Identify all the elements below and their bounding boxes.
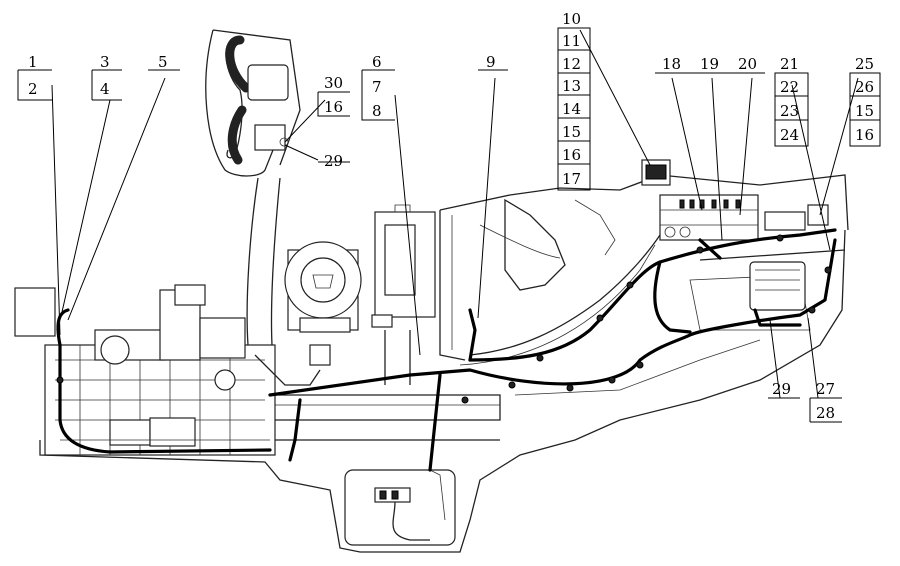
wiring-harness — [56, 228, 837, 472]
callout-15-b: 15 — [855, 102, 874, 120]
callout-15-a: 15 — [562, 123, 581, 141]
callout-19: 19 — [700, 55, 719, 73]
callout-1: 1 — [28, 53, 38, 71]
callout-2: 2 — [28, 80, 38, 98]
callout-numbers: 1 2 3 4 5 6 7 8 9 10 11 12 13 14 15 16 1… — [28, 10, 874, 422]
harness-clips — [56, 234, 832, 404]
air-filter — [284, 241, 362, 366]
callout-6: 6 — [372, 53, 382, 71]
callout-10: 10 — [562, 10, 581, 28]
callout-16-a: 16 — [562, 146, 581, 164]
callout-29-b: 29 — [772, 380, 791, 398]
air-intake-pipe — [205, 29, 301, 346]
callout-20: 20 — [738, 55, 757, 73]
callout-21: 21 — [780, 55, 799, 73]
leader-lines — [51, 29, 859, 399]
engine-block — [14, 284, 321, 456]
callout-28: 28 — [816, 404, 835, 422]
callout-24: 24 — [780, 126, 799, 144]
callout-4: 4 — [100, 80, 110, 98]
callout-5: 5 — [158, 53, 168, 71]
callout-23: 23 — [780, 102, 799, 120]
callout-7: 7 — [372, 78, 382, 96]
callout-3: 3 — [100, 53, 110, 71]
callout-26: 26 — [855, 78, 874, 96]
callout-boxes — [17, 27, 881, 423]
callout-16-c: 16 — [324, 98, 343, 116]
callout-14: 14 — [562, 100, 581, 118]
callout-29-a: 29 — [324, 152, 343, 170]
callout-16-b: 16 — [855, 126, 874, 144]
callout-25: 25 — [855, 55, 874, 73]
callout-27: 27 — [816, 380, 835, 398]
instrument-panel — [641, 159, 829, 311]
callout-11: 11 — [562, 32, 581, 50]
callout-17: 17 — [562, 170, 581, 188]
battery-box — [344, 469, 456, 546]
callout-12: 12 — [562, 55, 581, 73]
callout-13: 13 — [562, 77, 581, 95]
expansion-tank — [371, 204, 436, 385]
callout-22: 22 — [780, 78, 799, 96]
callout-30: 30 — [324, 74, 343, 92]
callout-18: 18 — [662, 55, 681, 73]
callout-9: 9 — [486, 53, 496, 71]
callout-8: 8 — [372, 102, 382, 120]
